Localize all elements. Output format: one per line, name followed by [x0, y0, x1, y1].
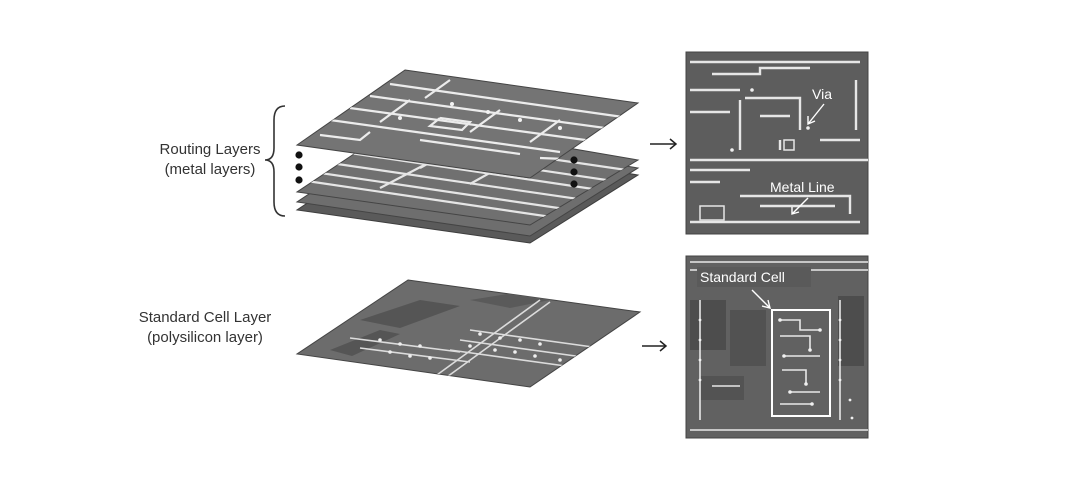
arrow-to-standard-cell-zoom — [642, 341, 666, 351]
arrow-to-routing-zoom — [650, 139, 676, 149]
standard-cell-callout: Standard Cell — [700, 269, 785, 285]
routing-layers-brace — [265, 106, 285, 216]
standard-cell-layer — [297, 280, 640, 387]
metal-layer-zoom-view — [686, 52, 868, 234]
via-callout: Via — [812, 86, 832, 102]
more-layers-dots-left — [295, 151, 302, 183]
more-layers-dots-right — [570, 156, 577, 187]
metal-line-callout: Metal Line — [770, 179, 835, 195]
